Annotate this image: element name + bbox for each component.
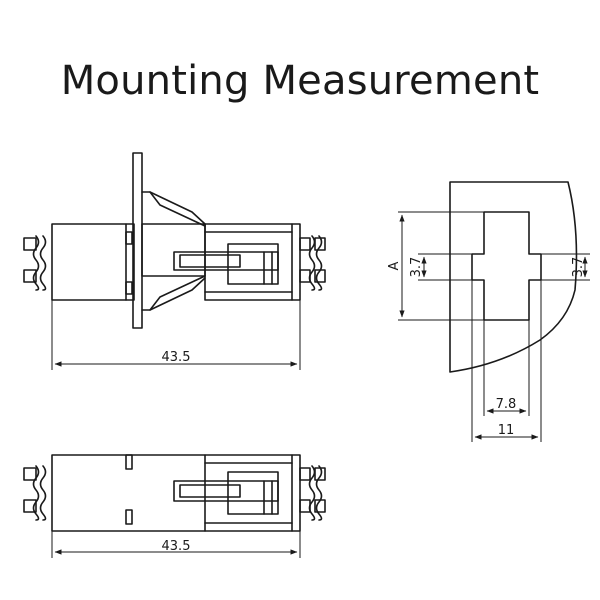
cross-cutout bbox=[471, 211, 542, 321]
front-view: 43.5 bbox=[23, 152, 326, 370]
height-label-A: A bbox=[387, 261, 402, 270]
right-slot-label: 3.7 bbox=[571, 257, 586, 278]
left-slot-dimension: 3.7 bbox=[409, 253, 472, 281]
left-slot-label: 3.7 bbox=[409, 257, 424, 278]
outer-width-dimension: 11 bbox=[471, 280, 542, 442]
terminal-latch bbox=[173, 251, 279, 271]
cutout-height-dimension: A bbox=[387, 211, 484, 321]
bottom-view: 43.5 bbox=[23, 454, 326, 558]
bottom-width-label: 43.5 bbox=[162, 539, 191, 554]
front-width-label: 43.5 bbox=[162, 350, 191, 365]
inner-width-label: 7.8 bbox=[496, 397, 517, 412]
inner-width-dimension: 7.8 bbox=[483, 320, 530, 416]
left-housing bbox=[51, 223, 135, 301]
bottom-width-dimension: 43.5 bbox=[51, 531, 301, 558]
bottom-right-break-symbol bbox=[299, 465, 326, 521]
lower-latch bbox=[141, 277, 206, 311]
front-width-dimension: 43.5 bbox=[51, 300, 301, 370]
bottom-housing bbox=[51, 454, 301, 532]
bottom-terminal-latch bbox=[173, 480, 279, 502]
right-break-symbol bbox=[299, 235, 326, 291]
bottom-left-break-symbol bbox=[23, 465, 47, 521]
panel-cutout-view: A 3.7 3.7 7.8 11 bbox=[387, 181, 590, 442]
panel-outline bbox=[449, 181, 578, 373]
outer-width-label: 11 bbox=[498, 423, 515, 438]
page-title: Mounting Measurement bbox=[60, 58, 540, 104]
right-slot-dimension: 3.7 bbox=[541, 253, 590, 281]
left-break-symbol bbox=[23, 235, 47, 291]
right-housing bbox=[204, 223, 301, 301]
upper-latch bbox=[141, 191, 206, 225]
